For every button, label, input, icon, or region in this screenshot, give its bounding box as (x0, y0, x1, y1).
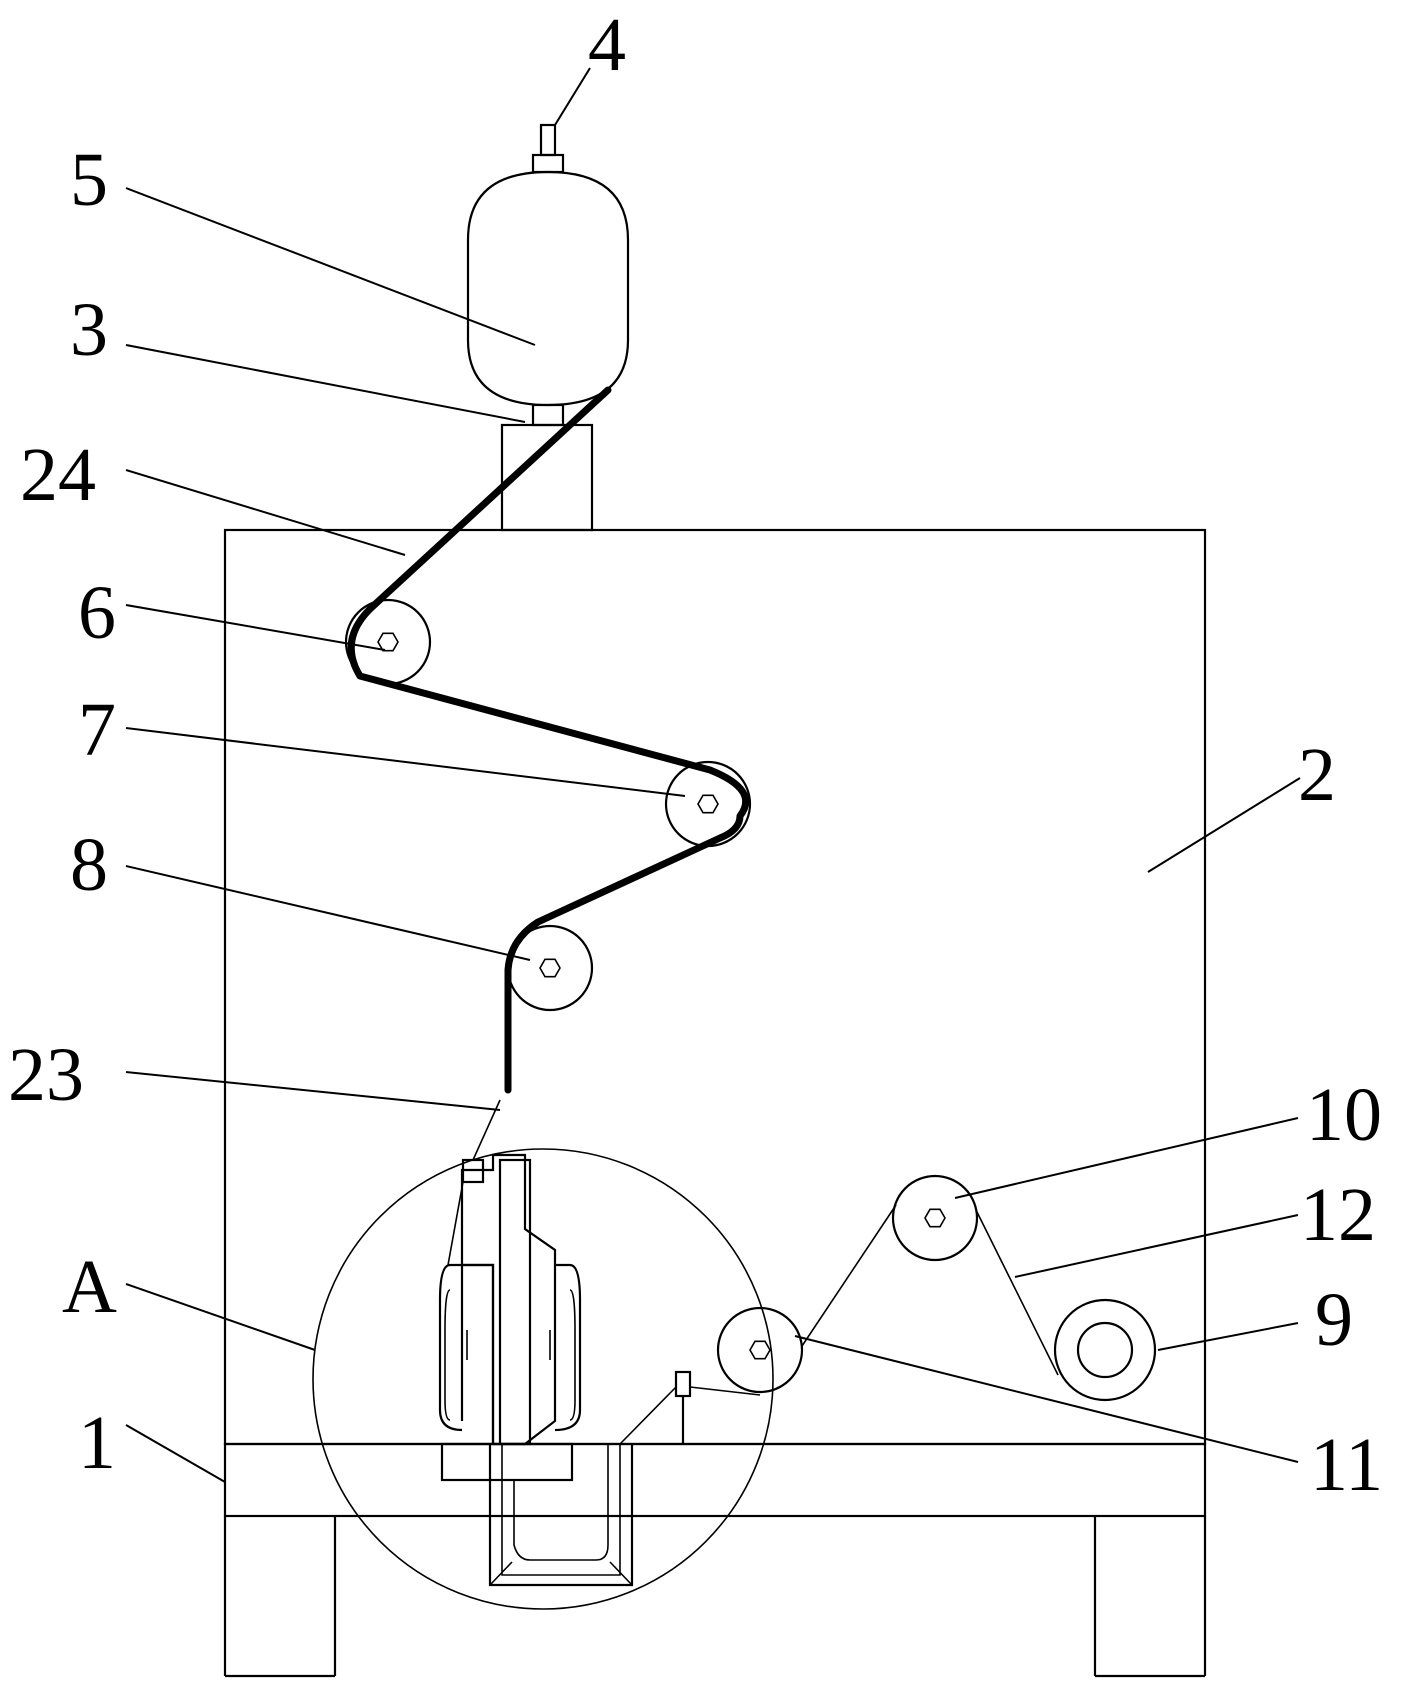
sensor-post (620, 1372, 760, 1444)
roller-11 (718, 1308, 802, 1392)
label-3: 3 (70, 288, 108, 372)
label-a: A (62, 1245, 117, 1329)
base-platform (225, 1444, 1205, 1676)
belt (351, 390, 746, 1090)
label-2: 2 (1298, 733, 1336, 817)
label-11: 11 (1310, 1423, 1383, 1507)
label-23: 23 (8, 1033, 84, 1117)
label-24: 24 (20, 433, 96, 517)
roller-9 (1055, 1300, 1155, 1400)
roller-10 (893, 1176, 977, 1260)
label-9: 9 (1315, 1278, 1353, 1362)
label-12: 12 (1300, 1173, 1376, 1257)
tank (468, 172, 628, 405)
roller-7 (666, 762, 750, 846)
label-7: 7 (78, 688, 116, 772)
film-12 (802, 1205, 1058, 1375)
vertical-assembly (440, 1155, 580, 1480)
label-6: 6 (78, 571, 116, 655)
label-4: 4 (588, 3, 626, 87)
label-8: 8 (70, 823, 108, 907)
pedestal-neck (533, 405, 563, 425)
label-10: 10 (1306, 1073, 1382, 1157)
label-5: 5 (70, 138, 108, 222)
nozzle (533, 125, 563, 172)
u-trough (490, 1444, 632, 1585)
label-1: 1 (78, 1401, 116, 1485)
detail-circle-a (313, 1149, 773, 1609)
sensor-top (448, 1100, 500, 1265)
frame-box (225, 530, 1205, 1444)
